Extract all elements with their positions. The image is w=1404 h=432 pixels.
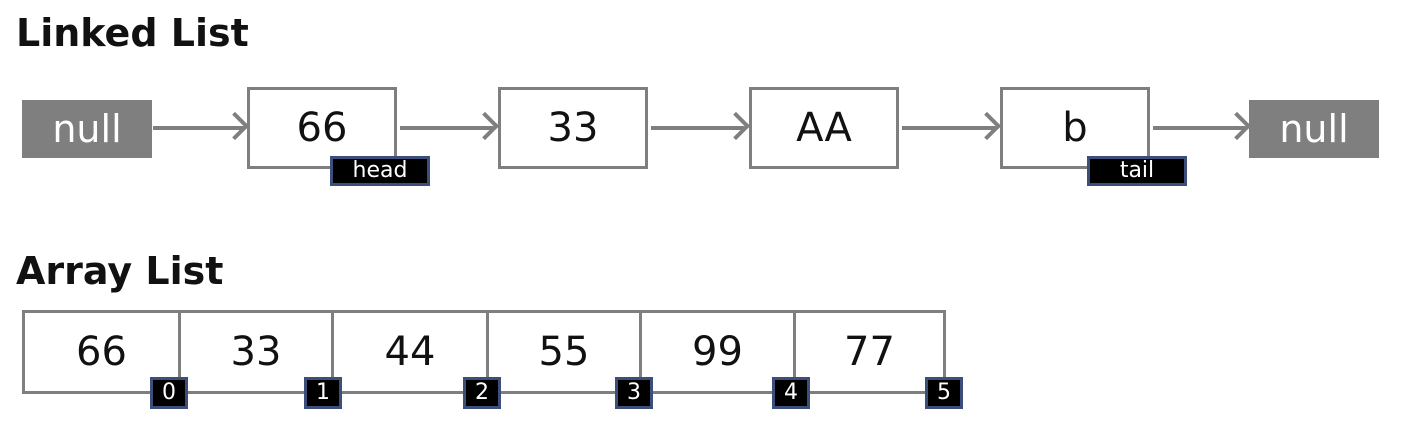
linked-list-left-null: null (22, 100, 152, 158)
array-cell-5: 77 (844, 329, 895, 375)
array-list-title: Array List (16, 249, 224, 293)
linked-list-node-4: b (1000, 87, 1150, 169)
array-cell-divider (178, 313, 181, 391)
linked-list-node-1: 66 (247, 87, 397, 169)
array-index-2: 2 (463, 377, 501, 409)
array-cell-divider (639, 313, 642, 391)
array-cell-divider (793, 313, 796, 391)
array-cell-1: 33 (230, 329, 282, 375)
tail-pointer-label: tail (1087, 156, 1187, 186)
arrow-node-2-to-node-3 (651, 126, 744, 130)
linked-list-node-2: 33 (498, 87, 648, 169)
array-cell-2: 44 (384, 329, 436, 375)
array-cell-divider (331, 313, 334, 391)
arrow-node-1-to-node-2 (400, 126, 493, 130)
array-index-1: 1 (304, 377, 342, 409)
array-index-5: 5 (925, 377, 963, 409)
array-cell-4: 99 (692, 329, 743, 375)
linked-list-right-null: null (1249, 100, 1379, 158)
arrow-node-3-to-node-4 (902, 126, 995, 130)
array-cell-divider (486, 313, 489, 391)
array-cell-0: 66 (76, 329, 127, 375)
linked-list-title: Linked List (16, 11, 249, 55)
array-index-4: 4 (772, 377, 810, 409)
linked-list-node-3: AA (749, 87, 899, 169)
arrow-null-to-node-1 (153, 126, 243, 130)
array-cell-3: 55 (538, 329, 590, 375)
array-index-0: 0 (150, 377, 188, 409)
arrow-node-4-to-null (1153, 126, 1245, 130)
head-pointer-label: head (330, 156, 430, 186)
array-index-3: 3 (615, 377, 653, 409)
